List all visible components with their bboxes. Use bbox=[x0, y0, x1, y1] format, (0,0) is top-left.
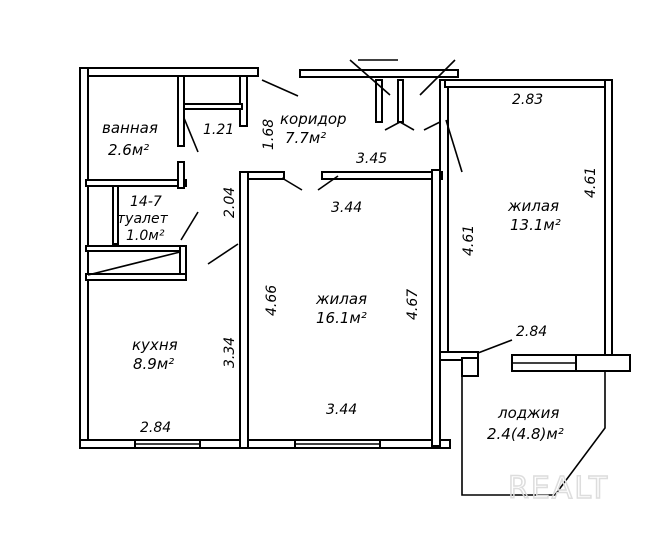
room-loggia: лоджия 2.4(4.8)м² bbox=[487, 404, 564, 443]
dim-right-top: 2.83 bbox=[512, 92, 543, 108]
room-name: коридор bbox=[280, 110, 347, 128]
room-area: 7.7м² bbox=[285, 129, 326, 147]
room-bathroom: ванная 2.6м² bbox=[102, 119, 158, 159]
room-toilet: 14-7 туалет 1.0м² bbox=[117, 194, 169, 244]
dim-mid-bottom: 3.44 bbox=[326, 402, 357, 418]
dim-mid-top: 3.44 bbox=[331, 200, 362, 216]
dim-bath-width: 1.21 bbox=[203, 122, 234, 138]
room-corridor: коридор 7.7м² bbox=[280, 110, 347, 147]
room-area: 8.9м² bbox=[133, 355, 174, 373]
dim-right-bottom: 2.84 bbox=[516, 324, 547, 340]
walls bbox=[79, 67, 613, 449]
watermark-logo: REALT bbox=[508, 471, 609, 506]
dim-toilet-height: 2.04 bbox=[222, 187, 238, 218]
loggia-outline bbox=[461, 371, 606, 496]
room-kitchen: кухня 8.9м² bbox=[132, 336, 178, 373]
room-name: жилая bbox=[315, 290, 367, 308]
room-area: 16.1м² bbox=[316, 309, 367, 327]
room-area: 13.1м² bbox=[510, 216, 561, 234]
room-name: туалет bbox=[117, 211, 169, 227]
dim-kitchen-width: 2.84 bbox=[140, 420, 171, 436]
dim-corridor-height: 1.68 bbox=[261, 119, 277, 150]
room-name: ванная bbox=[102, 119, 158, 137]
dim-kitchen-height: 3.34 bbox=[222, 337, 238, 368]
room-code: 14-7 bbox=[130, 194, 162, 210]
doors bbox=[87, 59, 513, 354]
dim-corridor-width: 3.45 bbox=[356, 151, 387, 167]
dim-mid-left: 4.66 bbox=[264, 285, 280, 316]
dim-mid-right: 4.67 bbox=[405, 289, 421, 320]
room-name: жилая bbox=[507, 197, 559, 215]
room-name: лоджия bbox=[497, 404, 559, 422]
room-name: кухня bbox=[132, 336, 178, 354]
dim-right-right: 4.61 bbox=[583, 167, 599, 198]
windows bbox=[134, 354, 631, 449]
room-area: 1.0м² bbox=[126, 228, 165, 244]
dimensions: 1.21 1.68 3.45 2.04 3.44 4.66 4.67 3.44 … bbox=[140, 92, 599, 436]
dim-right-left: 4.61 bbox=[461, 225, 477, 256]
room-living-middle: жилая 16.1м² bbox=[315, 290, 367, 327]
room-living-right: жилая 13.1м² bbox=[507, 197, 561, 234]
room-area: 2.4(4.8)м² bbox=[487, 425, 564, 443]
room-area: 2.6м² bbox=[108, 141, 149, 159]
